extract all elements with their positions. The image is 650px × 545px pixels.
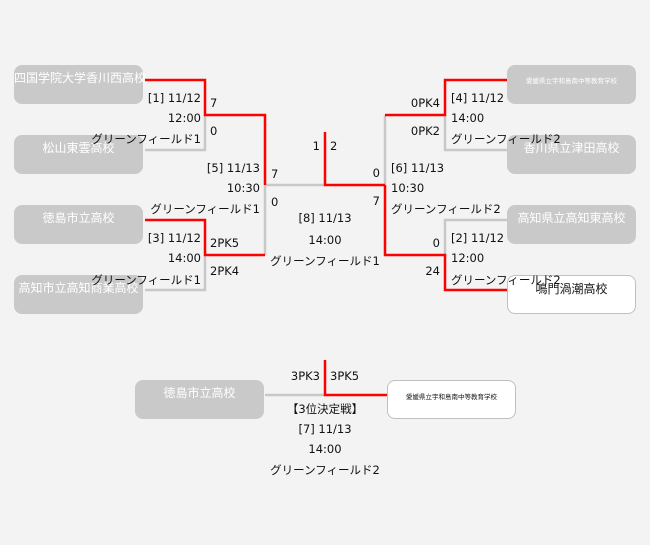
- match1-score2: 0: [210, 124, 218, 138]
- match1-no: [1] 11/12: [147, 91, 201, 105]
- match3-time: 14:00: [167, 251, 201, 265]
- match2-time: 12:00: [451, 251, 485, 265]
- team-box-r2[interactable]: 香川県立津田高校: [507, 135, 636, 174]
- final-score1: 1: [312, 139, 320, 153]
- third-no: [7] 11/13: [298, 422, 352, 436]
- winner-lines: [145, 78, 507, 397]
- match6-time: 10:30: [391, 181, 425, 195]
- match3-field: グリーンフィールド1: [91, 273, 201, 287]
- match5-score1: 7: [271, 167, 279, 181]
- match4-score2: 0PK2: [410, 124, 440, 138]
- third-field: グリーンフィールド2: [270, 463, 380, 477]
- match2-score1: 0: [432, 236, 440, 250]
- match3-score2: 2PK4: [210, 264, 240, 278]
- match2-field: グリーンフィールド2: [451, 273, 561, 287]
- team-box-l1[interactable]: 四国学院大学香川西高校: [14, 65, 146, 104]
- match5-score2: 0: [271, 195, 279, 209]
- team-box-r4[interactable]: 鳴門渦潮高校: [507, 275, 636, 314]
- match6-field: グリーンフィールド2: [391, 202, 501, 216]
- match2-score2: 24: [425, 264, 440, 278]
- match1-time: 12:00: [167, 111, 201, 125]
- match4-time: 14:00: [451, 111, 485, 125]
- match6-no: [6] 11/13: [391, 161, 445, 175]
- final-time: 14:00: [308, 233, 342, 247]
- team-box-r1[interactable]: 愛媛県立宇和島南中等教育学校: [507, 65, 636, 104]
- team-box-t2[interactable]: 愛媛県立宇和島南中等教育学校: [387, 380, 516, 419]
- match1-score1: 7: [210, 96, 218, 110]
- match4-score1: 0PK4: [410, 96, 440, 110]
- match4-no: [4] 11/12: [451, 91, 505, 105]
- third-score1: 3PK3: [290, 369, 320, 383]
- match5-no: [5] 11/13: [206, 161, 260, 175]
- match2-no: [2] 11/12: [451, 231, 505, 245]
- match1-field: グリーンフィールド1: [91, 132, 201, 146]
- third-score2: 3PK5: [330, 369, 360, 383]
- match6-score1: 0: [372, 166, 380, 180]
- match5-time: 10:30: [226, 181, 260, 195]
- final-field: グリーンフィールド1: [270, 254, 380, 268]
- team-box-l3[interactable]: 徳島市立高校: [14, 205, 143, 244]
- team-box-r3[interactable]: 高知県立高知東高校: [507, 205, 636, 244]
- third-title: 【3位決定戦】: [286, 402, 364, 416]
- third-time: 14:00: [308, 442, 342, 456]
- match3-score1: 2PK5: [210, 236, 240, 250]
- team-box-l4[interactable]: 高知市立高知商業高校: [14, 275, 143, 314]
- team-box-t1[interactable]: 徳島市立高校: [135, 380, 264, 419]
- match6-score2: 7: [372, 194, 380, 208]
- match4-field: グリーンフィールド2: [451, 132, 561, 146]
- match5-field: グリーンフィールド1: [150, 202, 260, 216]
- final-score2: 2: [330, 139, 338, 153]
- team-box-l2[interactable]: 松山東雲高校: [14, 135, 143, 174]
- final-no: [8] 11/13: [298, 211, 352, 225]
- loser-lines: [145, 115, 507, 397]
- match3-no: [3] 11/12: [147, 231, 201, 245]
